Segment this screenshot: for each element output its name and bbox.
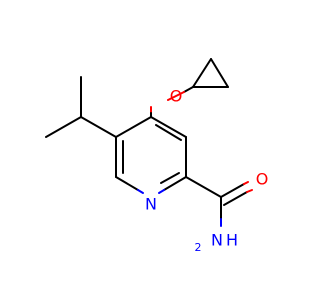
bond-carbonyl-o-inner-red bbox=[246, 189, 253, 193]
amide-hydrogen-label: H bbox=[226, 231, 238, 250]
carbonyl-oxygen-label: O bbox=[256, 170, 269, 189]
amide-subscript-label: 2 bbox=[195, 241, 202, 254]
bond-carbonyl-o-outer bbox=[220, 183, 245, 198]
oxygen-atom-label: O bbox=[170, 87, 183, 106]
bond-cyclopropyl-2 bbox=[210, 58, 229, 88]
bond-ring-c6-n-blue bbox=[137, 189, 144, 194]
bond-ring-c4-c5 bbox=[115, 116, 152, 138]
structure-canvas: O N O N H 2 bbox=[45, 58, 269, 254]
amide-nitrogen-label: N bbox=[211, 231, 223, 250]
bond-ring-c2-n-inner bbox=[160, 172, 180, 184]
bond-ring-c2-n bbox=[163, 176, 187, 191]
bond-ring-c2-n-blue bbox=[158, 189, 165, 194]
bond-ring-to-carbonyl bbox=[185, 176, 222, 198]
bond-cyclopropyl-to-o bbox=[183, 86, 194, 93]
molecule-diagram: O N O N H 2 bbox=[45, 58, 269, 254]
bond-ring-c6-n bbox=[115, 176, 139, 191]
bond-o-to-ring-upper bbox=[167, 91, 185, 101]
bond-carbonyl-o-outer-red bbox=[243, 181, 249, 185]
bond-ring-to-isopropyl bbox=[80, 116, 117, 138]
bond-ring-c4-c3 bbox=[150, 116, 187, 138]
bond-carbonyl-o-inner bbox=[223, 191, 248, 206]
bond-isopropyl-methyl-left bbox=[45, 116, 82, 138]
ring-nitrogen-label: N bbox=[145, 195, 157, 214]
bond-ring-c4-c3-inner bbox=[155, 124, 182, 141]
bond-cyclopropyl-1 bbox=[192, 58, 212, 88]
